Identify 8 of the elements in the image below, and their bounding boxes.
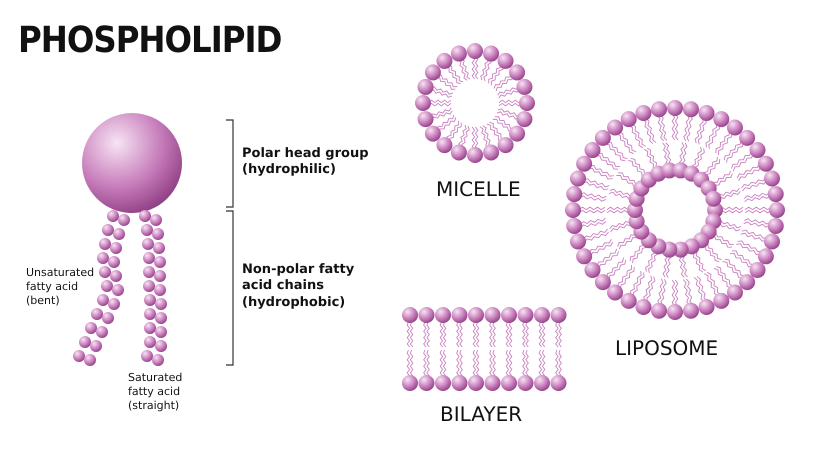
- part-label: Saturated fatty acid (straight): [128, 371, 184, 412]
- structure-label: BILAYER: [440, 402, 522, 427]
- part-label: Unsaturated fatty acid (bent): [26, 266, 96, 308]
- part-label: Polar head group (hydrophilic): [242, 146, 370, 178]
- structure-label: MICELLE: [436, 177, 521, 202]
- title: PHOSPHOLIPID: [18, 19, 282, 63]
- structure-label: LIPOSOME: [615, 336, 718, 361]
- part-label: Non-polar fatty acid chains (hydrophobic): [242, 262, 356, 311]
